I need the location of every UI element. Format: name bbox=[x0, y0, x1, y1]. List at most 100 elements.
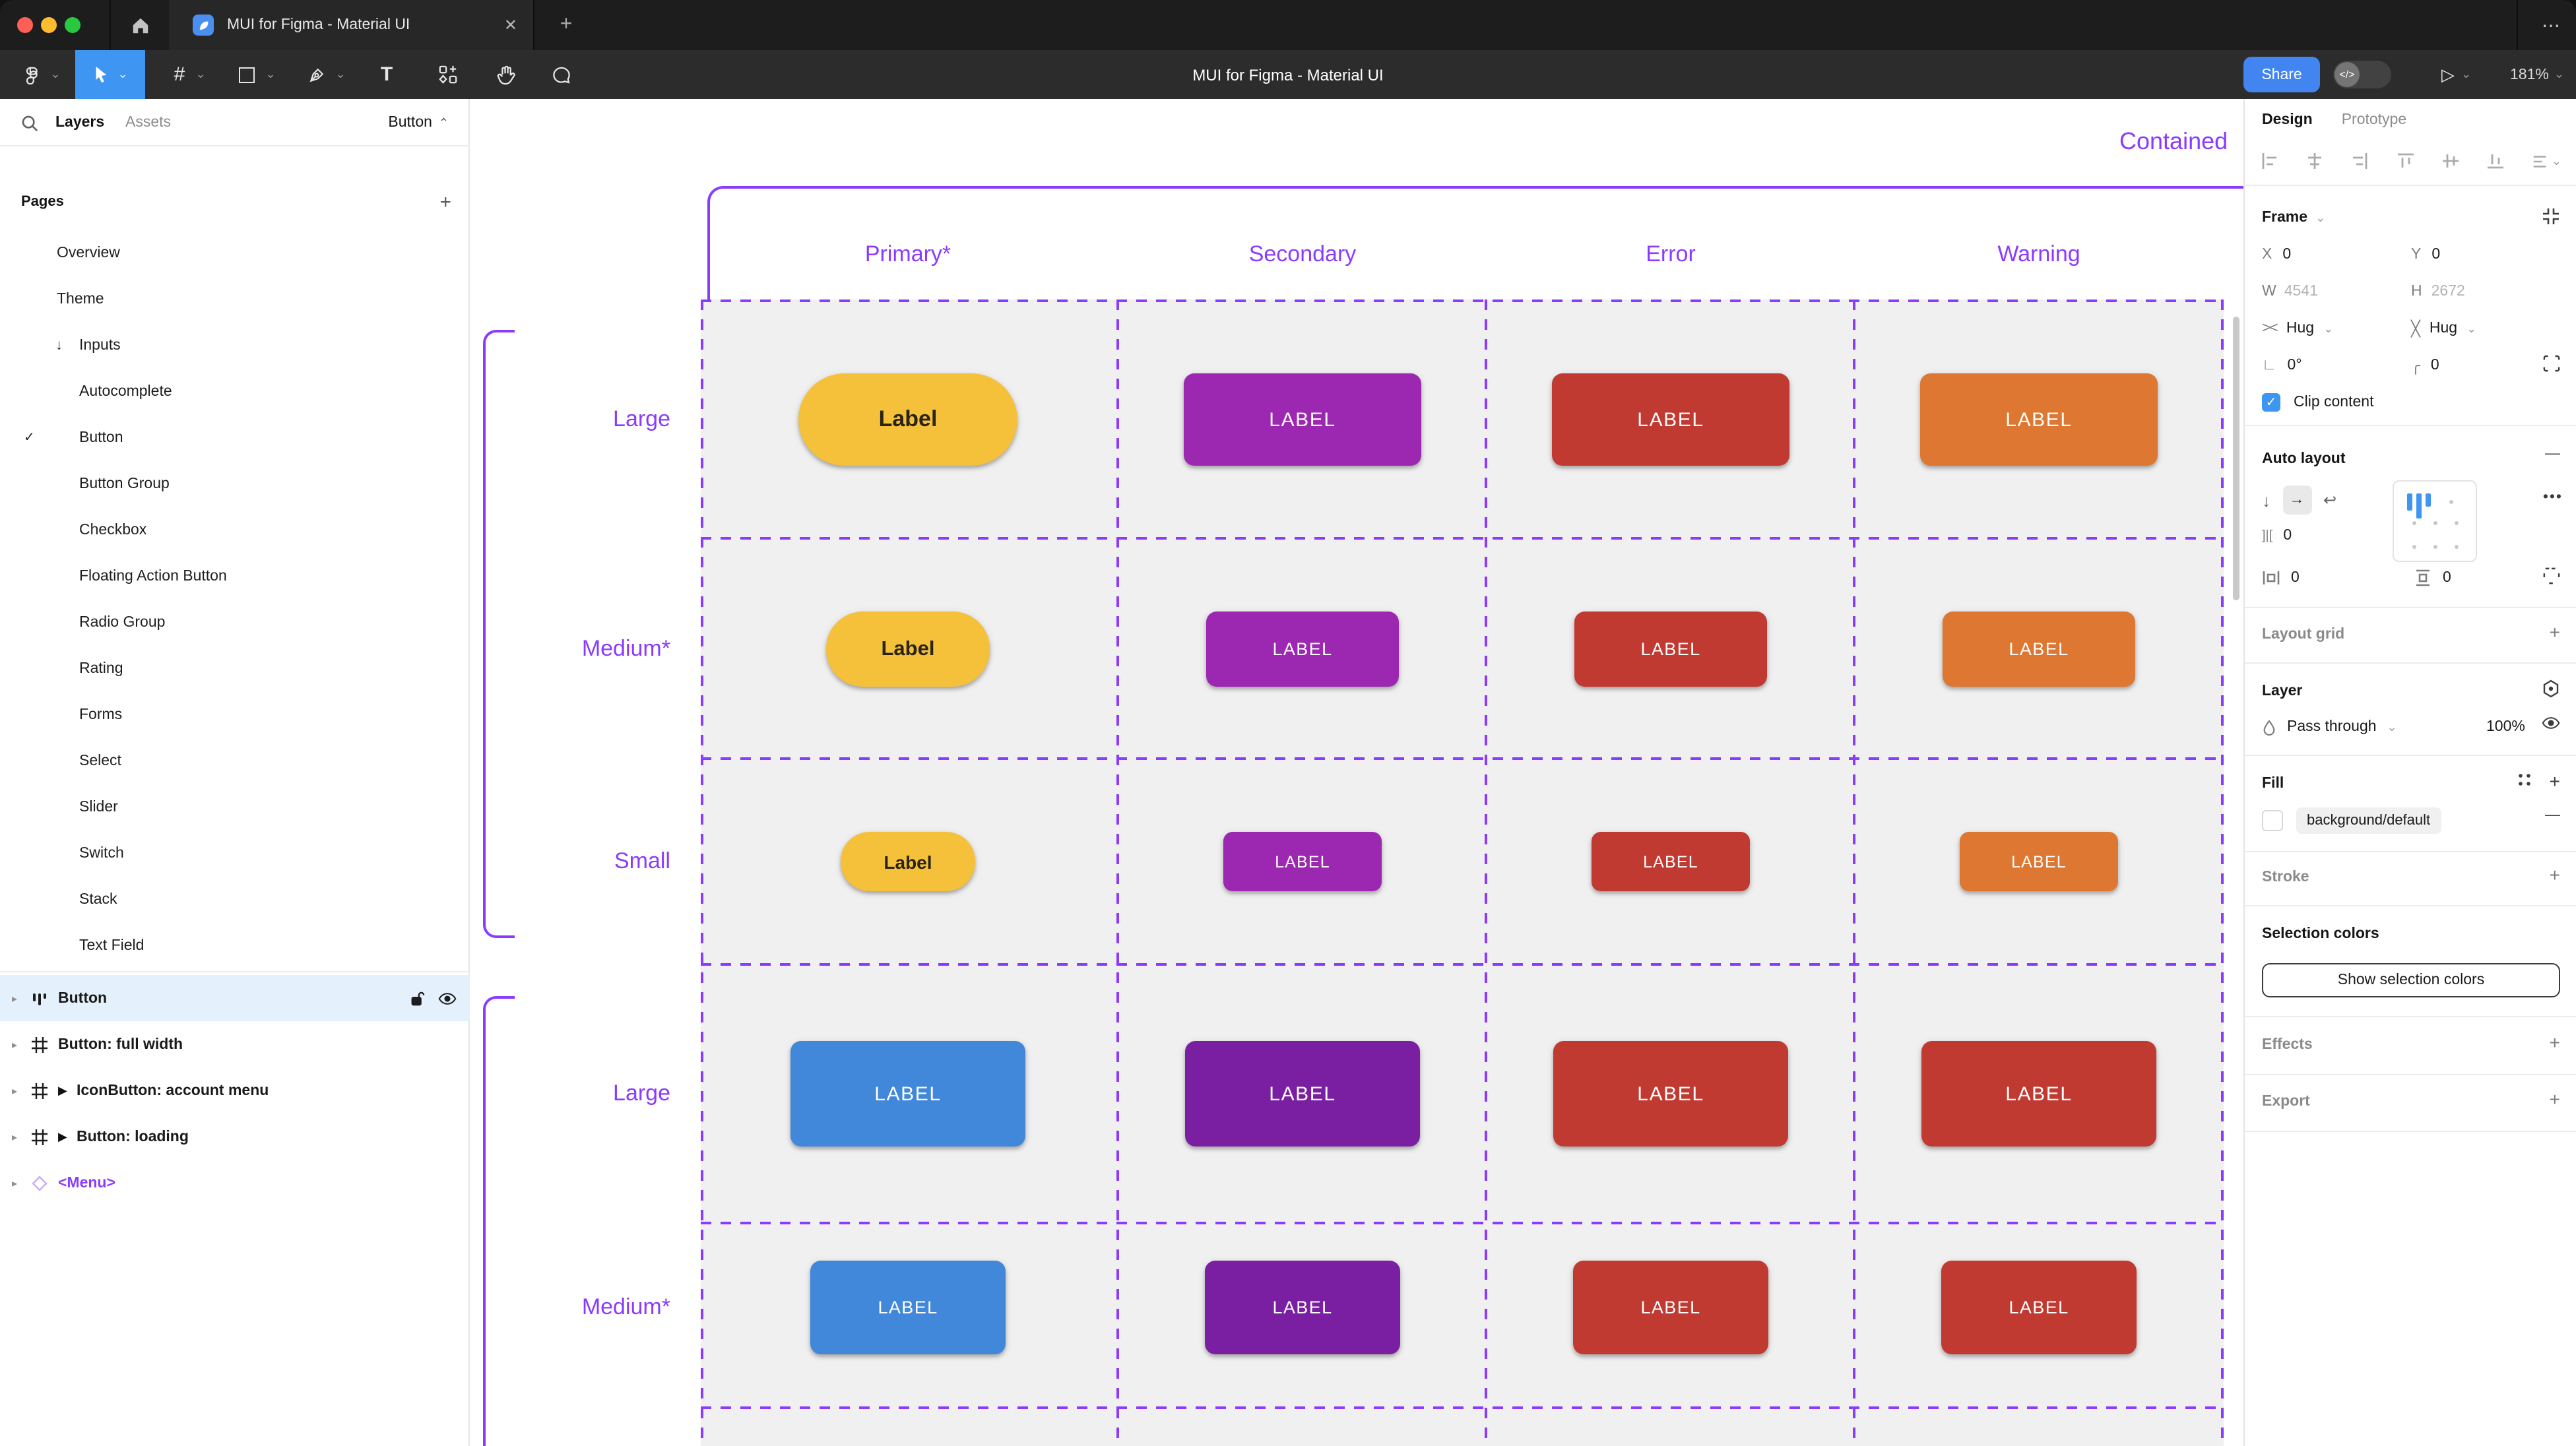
rotation-value[interactable]: 0° bbox=[2287, 358, 2302, 373]
layer-row[interactable]: ▸▶Button: loading bbox=[0, 1114, 470, 1160]
canvas-button[interactable]: LABEL bbox=[1921, 1041, 2156, 1147]
frame-tool-chevron-icon[interactable]: ⌄ bbox=[195, 67, 206, 80]
sidebar-page-item[interactable]: Theme bbox=[0, 276, 470, 322]
layer-row[interactable]: ▸Button bbox=[0, 975, 470, 1021]
independent-padding-icon[interactable] bbox=[2543, 567, 2560, 584]
move-tool-button[interactable]: ⌄ bbox=[75, 50, 145, 99]
add-layout-grid-icon[interactable]: + bbox=[2549, 621, 2560, 643]
align-vertical-center-icon[interactable] bbox=[2441, 152, 2460, 170]
present-button[interactable]: ▷⌄ bbox=[2441, 50, 2471, 99]
canvas-button[interactable]: Label bbox=[826, 612, 990, 687]
resources-tool-button[interactable] bbox=[433, 50, 462, 99]
chevron-right-icon[interactable]: ▸ bbox=[12, 992, 18, 1004]
tab-layers[interactable]: Layers bbox=[55, 115, 105, 131]
align-left-icon[interactable] bbox=[2261, 152, 2279, 170]
add-effect-icon[interactable]: + bbox=[2549, 1032, 2560, 1053]
layout-grid-header[interactable]: Layout grid bbox=[2262, 627, 2345, 643]
canvas-button[interactable]: LABEL bbox=[1552, 373, 1789, 466]
canvas-button[interactable]: LABEL bbox=[1960, 832, 2118, 891]
home-tab[interactable] bbox=[111, 0, 169, 50]
layout-horizontal-icon[interactable]: → bbox=[2282, 486, 2311, 515]
h-value[interactable]: 2672 bbox=[2431, 284, 2465, 299]
hand-tool-button[interactable] bbox=[491, 50, 520, 99]
canvas-scrollbar[interactable] bbox=[2233, 317, 2239, 600]
canvas-button[interactable]: LABEL bbox=[1553, 1041, 1788, 1147]
fill-token-chip[interactable]: background/default bbox=[2296, 807, 2441, 834]
effects-section-header[interactable]: Effects bbox=[2262, 1037, 2313, 1053]
sidebar-page-item[interactable]: Stack bbox=[0, 876, 470, 922]
clip-content-checkbox[interactable]: ✓ bbox=[2262, 393, 2280, 412]
text-tool-button[interactable]: T bbox=[380, 63, 393, 86]
blend-mode-icon[interactable] bbox=[2542, 679, 2560, 698]
eye-icon[interactable] bbox=[438, 991, 457, 1005]
align-bottom-icon[interactable] bbox=[2486, 152, 2505, 170]
show-selection-colors-button[interactable]: Show selection colors bbox=[2262, 963, 2560, 997]
sidebar-page-item[interactable]: ✓Button bbox=[0, 414, 470, 460]
sidebar-page-item[interactable]: Autocomplete bbox=[0, 368, 470, 414]
auto-layout-header[interactable]: Auto layout bbox=[2262, 451, 2346, 467]
add-export-icon[interactable]: + bbox=[2549, 1088, 2560, 1110]
canvas-button[interactable]: LABEL bbox=[1205, 1261, 1400, 1354]
tidy-up-button[interactable]: ⌄ bbox=[2532, 152, 2561, 170]
fill-section-header[interactable]: Fill bbox=[2262, 776, 2284, 792]
pen-tool-chevron-icon[interactable]: ⌄ bbox=[335, 67, 346, 80]
sidebar-page-item[interactable]: Overview bbox=[0, 230, 470, 276]
align-horizontal-center-icon[interactable] bbox=[2305, 152, 2324, 170]
layer-row[interactable]: ▸Button: full width bbox=[0, 1021, 470, 1067]
add-fill-icon[interactable]: + bbox=[2549, 770, 2560, 792]
canvas-button[interactable]: LABEL bbox=[1206, 612, 1399, 687]
sidebar-page-item[interactable]: Checkbox bbox=[0, 507, 470, 553]
rectangle-tool-button[interactable] bbox=[234, 50, 260, 99]
canvas-button[interactable]: LABEL bbox=[1184, 373, 1421, 466]
w-value[interactable]: 4541 bbox=[2284, 284, 2318, 299]
remove-auto-layout-icon[interactable]: — bbox=[2545, 446, 2560, 462]
canvas-button[interactable]: LABEL bbox=[1941, 1261, 2137, 1354]
tab-close-icon[interactable]: ✕ bbox=[503, 16, 517, 34]
layer-row[interactable]: ▸<Menu> bbox=[0, 1160, 470, 1206]
layer-row[interactable]: ▸▶IconButton: account menu bbox=[0, 1067, 470, 1114]
fill-styles-icon[interactable] bbox=[2518, 773, 2531, 786]
canvas-button[interactable]: LABEL bbox=[1573, 1261, 1768, 1354]
canvas-button[interactable]: LABEL bbox=[1223, 832, 1382, 891]
dev-mode-toggle[interactable]: </> bbox=[2333, 61, 2391, 88]
tab-prototype[interactable]: Prototype bbox=[2341, 112, 2407, 128]
y-value[interactable]: 0 bbox=[2431, 247, 2441, 263]
traffic-close-button[interactable] bbox=[17, 17, 33, 33]
align-top-icon[interactable] bbox=[2396, 152, 2414, 170]
traffic-zoom-button[interactable] bbox=[65, 17, 80, 33]
sidebar-page-item[interactable]: Floating Action Button bbox=[0, 553, 470, 599]
sidebar-page-item[interactable]: Radio Group bbox=[0, 599, 470, 645]
x-value[interactable]: 0 bbox=[2282, 247, 2292, 263]
auto-layout-more-icon[interactable]: ••• bbox=[2542, 489, 2563, 505]
share-button[interactable]: Share bbox=[2243, 57, 2320, 92]
corner-radius-value[interactable]: 0 bbox=[2430, 358, 2439, 373]
layer-visibility-eye-icon[interactable] bbox=[2542, 716, 2560, 730]
new-tab-button[interactable]: + bbox=[560, 13, 573, 36]
frame-title-label[interactable]: Contained bbox=[2119, 128, 2228, 154]
traffic-minimize-button[interactable] bbox=[41, 17, 57, 33]
sidebar-page-item[interactable]: Slider bbox=[0, 784, 470, 830]
zoom-menu[interactable]: 181%⌄ bbox=[2510, 50, 2564, 99]
canvas-button[interactable]: LABEL bbox=[1185, 1041, 1420, 1147]
collapse-frame-icon[interactable] bbox=[2542, 207, 2560, 226]
sidebar-page-item[interactable]: Rating bbox=[0, 645, 470, 691]
canvas-button[interactable]: LABEL bbox=[1592, 832, 1750, 891]
fill-color-swatch[interactable] bbox=[2262, 810, 2283, 831]
sidebar-page-item[interactable]: Button Group bbox=[0, 460, 470, 507]
vertical-padding-value[interactable]: 0 bbox=[2443, 570, 2451, 586]
stroke-section-header[interactable]: Stroke bbox=[2262, 869, 2309, 885]
remove-fill-icon[interactable]: — bbox=[2545, 807, 2560, 823]
hug-horizontal-value[interactable]: Hug bbox=[2286, 321, 2315, 336]
canvas-button[interactable]: LABEL bbox=[1943, 612, 2135, 687]
document-tab[interactable]: MUI for Figma - Material UI ✕ bbox=[169, 0, 533, 50]
sidebar-page-item[interactable]: Switch bbox=[0, 830, 470, 876]
canvas-button[interactable]: Label bbox=[798, 373, 1017, 466]
independent-corners-icon[interactable] bbox=[2543, 355, 2560, 372]
window-more-menu[interactable]: ⋯ bbox=[2542, 14, 2563, 35]
align-right-icon[interactable] bbox=[2351, 152, 2369, 170]
canvas-button[interactable]: LABEL bbox=[790, 1041, 1025, 1147]
canvas-button[interactable]: LABEL bbox=[1574, 612, 1767, 687]
pen-tool-button[interactable] bbox=[304, 50, 330, 99]
add-stroke-icon[interactable]: + bbox=[2549, 864, 2560, 885]
